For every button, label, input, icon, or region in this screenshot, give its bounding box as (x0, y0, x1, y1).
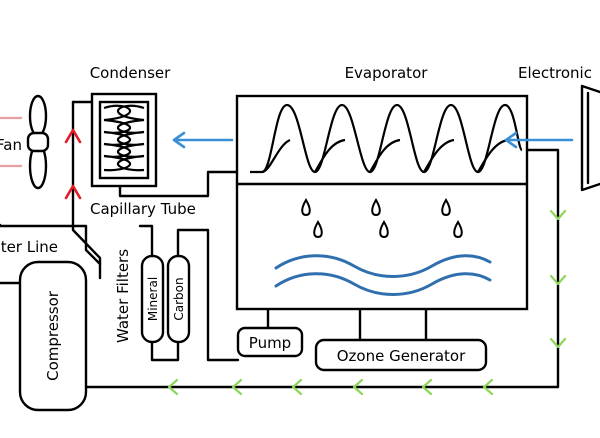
mineral-filter (140, 254, 165, 344)
mineral-label: Mineral (146, 277, 160, 321)
filter-mineral-in (138, 224, 154, 260)
evaporator-tank (235, 94, 529, 311)
condenser-inner (98, 100, 150, 180)
water-droplet-icon (371, 198, 381, 217)
pump-label: Pump (249, 334, 291, 352)
water-filters-label: Water Filters (114, 249, 132, 343)
fan-hub (26, 131, 50, 153)
water-wave (274, 272, 492, 296)
electronic-air-filter (580, 84, 600, 192)
arrow-up-icon (64, 184, 82, 200)
arrow-up-icon (64, 128, 82, 144)
capillary-tube-line (118, 170, 240, 198)
water-droplet-icon (441, 198, 451, 217)
pump (236, 326, 304, 358)
compressor (18, 260, 88, 412)
ozone-generator (314, 338, 488, 372)
chevron-left-icon (231, 378, 243, 396)
chevron-left-icon (421, 378, 433, 396)
water-droplets (301, 198, 463, 239)
chevron-left-icon (291, 378, 303, 396)
filter-carbon-link (176, 228, 240, 362)
arrow-left-icon (504, 131, 574, 149)
water-surface (274, 254, 492, 296)
capillary-tube-label: Capillary Tube (90, 200, 196, 218)
condenser-label: Condenser (90, 64, 171, 82)
air-flow-arrows (172, 131, 574, 149)
refrigerant-flow-arrows (64, 128, 82, 200)
water-flow-chevrons (167, 209, 567, 396)
evaporator-coil (250, 103, 524, 174)
chevron-down-icon (549, 274, 567, 286)
carbon-filter (166, 254, 191, 344)
water-droplet-icon (379, 220, 389, 239)
condenser-coil (103, 104, 145, 172)
electronic-label: Electronic (518, 64, 592, 82)
piping (0, 100, 560, 389)
return-line (84, 148, 560, 389)
chevron-down-icon (549, 337, 567, 349)
chevron-down-icon (549, 209, 567, 221)
water-droplet-icon (453, 220, 463, 239)
water-droplet-icon (313, 220, 323, 239)
water-line-path (0, 224, 102, 266)
carbon-label: Carbon (172, 277, 186, 320)
water-wave (274, 254, 492, 278)
fan-blade-top (28, 94, 48, 138)
chevron-left-icon (352, 378, 364, 396)
chevron-left-icon (167, 378, 179, 396)
compressor-label: Compressor (44, 290, 62, 381)
arrow-left-icon (172, 131, 234, 149)
ozone-generator-label: Ozone Generator (337, 347, 466, 365)
water-line-label: Water Line (0, 238, 58, 256)
filter-bottom-link (150, 338, 180, 362)
fan-icon (0, 94, 50, 190)
water-droplet-icon (301, 198, 311, 217)
chevron-left-icon (482, 378, 494, 396)
fan-label: Fan (0, 136, 22, 154)
evaporator-label: Evaporator (345, 64, 429, 82)
